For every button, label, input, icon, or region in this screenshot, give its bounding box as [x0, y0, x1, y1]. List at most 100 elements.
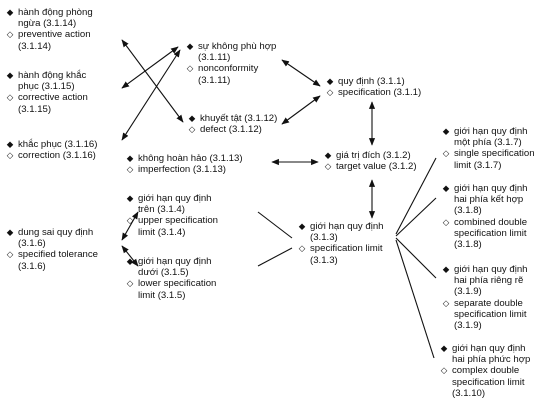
link-nonconformity-specification	[281, 59, 321, 87]
vi-term: ◆sự không phù hợp(3.1.11)	[184, 41, 277, 64]
link-corrective-nonconformity	[121, 46, 179, 89]
en-term: ◇specified tolerance(3.1.6)	[4, 249, 98, 271]
en-label-line: (3.1.6)	[18, 260, 46, 272]
en-marker-icon: ◇	[126, 164, 134, 175]
en-marker-icon: ◇	[324, 161, 332, 172]
en-term: ◇specification limit(3.1.3)	[296, 243, 384, 265]
vi-label-line: giới hạn quy định	[454, 183, 528, 194]
vi-label-line: hành động khắc	[18, 70, 87, 81]
en-term: ◇correction (3.1.16)	[4, 150, 97, 161]
en-marker-icon: ◇	[440, 365, 448, 376]
vi-label-line: hai phía riêng rẽ	[454, 275, 524, 287]
node-defect: ◆khuyết tật (3.1.12) ◇defect (3.1.12)	[186, 113, 278, 135]
en-label-line: upper specification	[138, 215, 218, 227]
vi-marker-icon: ◆	[126, 256, 134, 266]
en-marker-icon: ◇	[326, 87, 334, 98]
link-correction-nonconformity	[121, 49, 181, 141]
vi-label-line: giới hạn quy định	[454, 264, 528, 275]
en-term: ◇ specification (3.1.1)	[324, 87, 421, 98]
node-specification-limit: ◆ giới hạn quy định(3.1.3) ◇specification…	[296, 221, 384, 266]
vi-label-line: (3.1.11)	[198, 52, 231, 64]
vi-marker-icon: ◆	[298, 221, 306, 231]
en-marker-icon: ◇	[6, 29, 14, 40]
en-term: ◇nonconformity(3.1.11)	[184, 63, 276, 85]
link-speclimit-single	[395, 157, 437, 235]
vi-marker-icon: ◆	[6, 7, 14, 17]
en-label-line: combined double	[454, 216, 528, 228]
link-lower-speclimit	[257, 247, 293, 267]
en-term: ◇defect (3.1.12)	[186, 124, 277, 135]
en-label-line: (3.1.14)	[18, 40, 52, 52]
en-label-line: complex double	[452, 365, 520, 377]
en-label-line: specification limit	[454, 227, 527, 239]
en-label-line: (3.1.11)	[198, 74, 231, 86]
vi-term: ◆giá trị đích (3.1.2)	[322, 150, 417, 161]
en-label-line: limit (3.1.7)	[454, 159, 502, 171]
en-marker-icon: ◇	[126, 278, 134, 289]
en-label-line: imperfection (3.1.13)	[138, 164, 226, 176]
vi-term: ◆khắc phục (3.1.16)	[4, 139, 98, 150]
vi-label-line: quy định (3.1.1)	[338, 76, 405, 87]
en-label-line: correction (3.1.16)	[18, 150, 96, 162]
link-tolerance-upper	[121, 211, 139, 241]
link-speclimit-separate	[395, 237, 437, 279]
vi-marker-icon: ◆	[442, 264, 450, 274]
en-label-line: limit (3.1.4)	[138, 226, 186, 238]
en-marker-icon: ◇	[442, 216, 450, 227]
en-label-line: lower specification	[138, 278, 217, 290]
node-target-value: ◆giá trị đích (3.1.2) ◇ target value (3.1…	[322, 150, 417, 172]
node-nonconformity: ◆sự không phù hợp(3.1.11) ◇nonconformity…	[184, 41, 277, 86]
vi-marker-icon: ◆	[6, 227, 14, 237]
en-marker-icon: ◇	[6, 92, 14, 103]
link-defect-specification	[281, 95, 321, 125]
vi-label-line: (3.1.9)	[454, 286, 482, 298]
vi-term: ◆ không hoàn hảo (3.1.13)	[124, 153, 243, 164]
en-label-line: specification limit	[454, 308, 527, 320]
en-term: ◇preventive action(3.1.14)	[4, 29, 93, 51]
en-marker-icon: ◇	[188, 124, 196, 135]
vi-marker-icon: ◆	[440, 343, 448, 353]
en-label-line: target value (3.1.2)	[336, 161, 417, 173]
vi-label-line: giá trị đích (3.1.2)	[336, 150, 411, 161]
en-term: ◇corrective action(3.1.15)	[4, 92, 88, 114]
en-marker-icon: ◇	[442, 148, 450, 159]
en-marker-icon: ◇	[126, 215, 134, 226]
vi-label-line: giới hạn quy định	[138, 256, 212, 267]
en-marker-icon: ◇	[298, 243, 306, 254]
en-label-line: nonconformity	[198, 63, 259, 75]
vi-marker-icon: ◆	[186, 41, 194, 51]
vi-marker-icon: ◆	[6, 70, 14, 80]
vi-label-line: không hoàn hảo (3.1.13)	[138, 153, 243, 164]
en-label-line: specification (3.1.1)	[338, 87, 422, 99]
vi-label-line: phục (3.1.15)	[18, 81, 75, 93]
vi-label-line: một phía (3.1.7)	[454, 137, 522, 149]
en-label-line: (3.1.9)	[454, 320, 482, 332]
en-label-line: (3.1.15)	[18, 103, 52, 115]
link-upper-speclimit	[257, 211, 293, 239]
vi-label-line: hai phía kết hợp	[454, 194, 524, 206]
vi-label-line: khắc phục (3.1.16)	[18, 139, 98, 150]
vi-label-line: giới hạn quy định	[310, 221, 384, 232]
vi-marker-icon: ◆	[126, 153, 134, 163]
link-speclimit-combined	[395, 197, 437, 237]
en-term: ◇ target value (3.1.2)	[322, 161, 417, 172]
vi-label-line: (3.1.3)	[310, 232, 338, 244]
en-term: ◇ imperfection (3.1.13)	[124, 164, 243, 175]
